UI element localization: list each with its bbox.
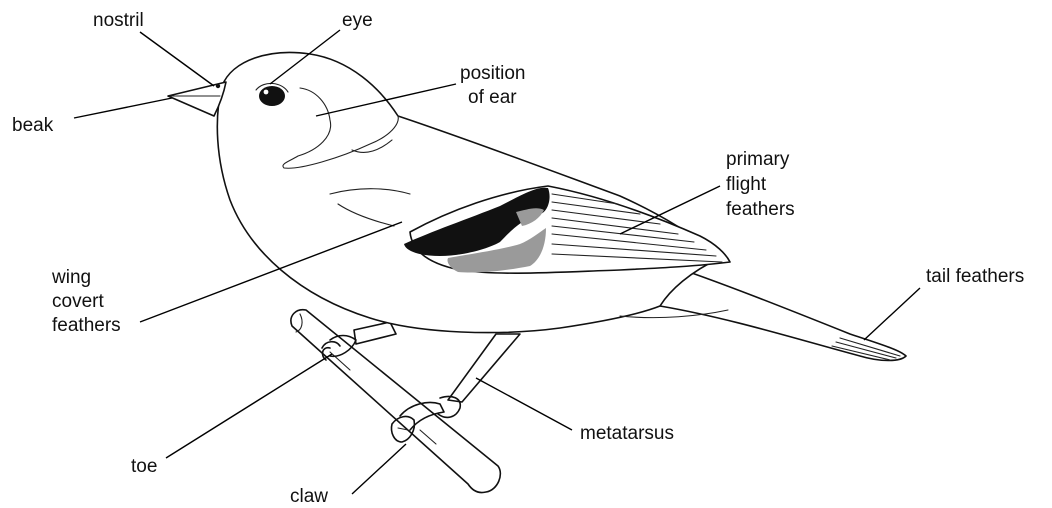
- label-wing-line-2: covert: [52, 291, 104, 312]
- label-position-of-ear-line-1: position: [460, 63, 526, 84]
- leader-toe: [166, 354, 332, 458]
- leader-tail-feathers: [864, 288, 920, 340]
- label-wing-covert-feathers: wing covert feathers: [51, 267, 121, 336]
- label-primary-flight-feathers: primary flight feathers: [726, 149, 795, 220]
- label-primary-line-2: flight: [726, 174, 767, 195]
- label-primary-line-3: feathers: [726, 199, 795, 220]
- label-primary-line-1: primary: [726, 149, 790, 170]
- leader-beak: [74, 98, 172, 118]
- label-beak: beak: [12, 115, 54, 136]
- eye-shape: [259, 86, 285, 106]
- label-claw: claw: [290, 486, 328, 507]
- label-eye: eye: [342, 10, 373, 31]
- leader-nostril: [140, 32, 214, 86]
- leader-claw: [352, 444, 406, 494]
- label-wing-line-1: wing: [51, 267, 91, 288]
- label-nostril: nostril: [93, 10, 144, 31]
- leader-metatarsus: [476, 378, 572, 430]
- label-wing-line-3: feathers: [52, 315, 121, 336]
- label-position-of-ear: position of ear: [460, 63, 531, 108]
- label-tail-feathers: tail feathers: [926, 266, 1024, 287]
- label-position-of-ear-line-2: of ear: [468, 87, 517, 108]
- label-metatarsus: metatarsus: [580, 423, 674, 444]
- label-toe: toe: [131, 456, 157, 477]
- perch-branch: [291, 310, 500, 493]
- tail: [660, 262, 906, 361]
- nostril-mark: [216, 84, 220, 88]
